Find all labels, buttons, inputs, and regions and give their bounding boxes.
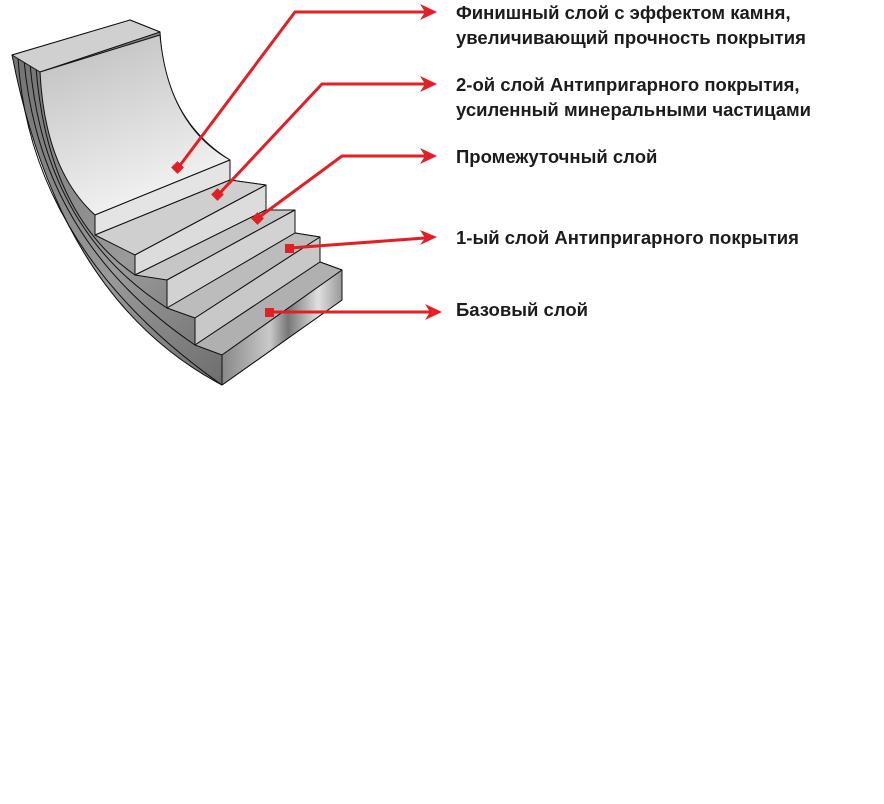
label-base-layer: Базовый слой [456,297,588,322]
arrow-head-icon [420,76,437,92]
pointer-line-4 [289,236,426,250]
label-first-nonstick-layer: 1-ый слой Антипригарного покрытия [456,225,799,250]
label-line: Базовый слой [456,299,589,320]
arrow-head-icon [420,4,437,20]
layer-edge [35,67,136,276]
label-line: усиленный минеральными частицами [456,99,812,120]
arrow-head-icon [420,230,437,245]
pointer-marker [211,188,224,201]
label-finish-layer: Финишный слой с эффектом камня, увеличив… [456,0,806,50]
pointer-marker [251,212,264,225]
label-line: Финишный слой с эффектом камня, [456,2,791,23]
layer-edge [29,63,168,309]
pointer-marker [285,244,294,253]
pointer-line-1 [176,10,425,169]
pointer-line-2 [216,82,425,197]
layer-edge [23,59,196,346]
label-line: увеличивающий прочность покрытия [456,27,806,48]
label-line: Промежуточный слой [456,146,658,167]
label-line: 1-ый слой Антипригарного покрытия [456,227,799,248]
label-line: 2-ой слой Антипригарного покрытия, [456,74,800,95]
pointer-marker [265,308,274,317]
label-second-nonstick-layer: 2-ой слой Антипригарного покрытия, усиле… [456,72,811,122]
step5-front [221,269,343,386]
arrow-head-icon [420,148,437,164]
arrow-head-icon [425,304,442,320]
top-rim [11,19,161,73]
pointer-marker [171,161,184,174]
label-intermediate-layer: Промежуточный слой [456,144,657,169]
layer-edge [17,57,223,386]
pointer-line-3 [257,154,425,220]
